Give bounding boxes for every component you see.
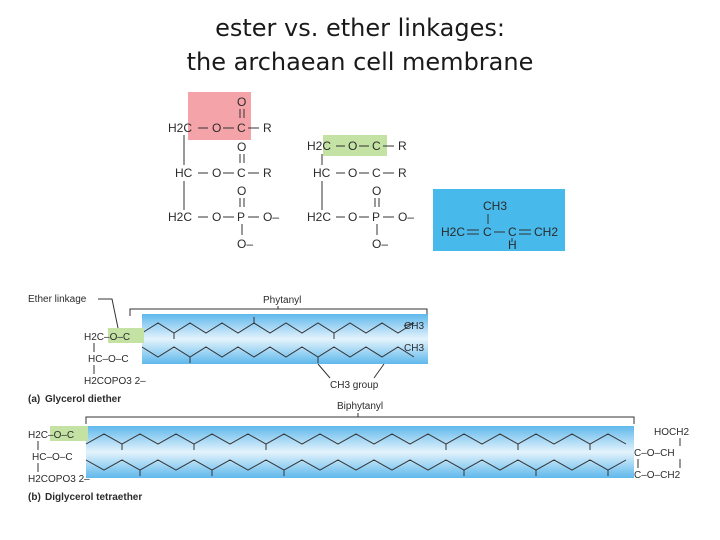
ether-row1-o: O [348, 139, 357, 153]
biphytanyl-chain-band [86, 426, 634, 478]
ether-row2-c: C [372, 166, 381, 180]
ester-row2-hc: HC [175, 166, 193, 180]
ester-phosphate-top-o: O [237, 184, 246, 198]
tetraether-right-row1: C–O–CH [634, 448, 675, 459]
ether-row3-o-minus: O– [398, 210, 414, 224]
tetraether-caption-letter: (b) [28, 492, 41, 503]
tetraether-caption: Diglycerol tetraether [45, 492, 142, 503]
ether-row3-p: P [372, 210, 380, 224]
diether-caption-letter: (a) [28, 394, 40, 405]
diether-row3: H2COPO3 2– [84, 376, 146, 387]
ester-carbonyl-o-2: O [237, 140, 246, 154]
ether-phosphate-top-o: O [372, 184, 381, 198]
tetraether-ether-highlight [50, 426, 88, 441]
ether-phosphate-bottom-o: O– [372, 237, 388, 251]
slide-title-line-1: ester vs. ether linkages: [215, 14, 505, 42]
tetraether-right-row2: C–O–CH2 [634, 470, 681, 481]
ester-row3-o: O [212, 210, 221, 224]
slide-title-line-2: the archaean cell membrane [186, 48, 534, 76]
isoprene-unit: CH3 H2C C C CH2 H [433, 189, 565, 252]
ester-row2-c: C [237, 166, 246, 180]
phytanyl-label: Phytanyl [263, 295, 301, 306]
ether-row1-h2c: H2C [307, 139, 331, 153]
isoprene-ch2: CH2 [534, 225, 558, 239]
ester-row1-r: R [263, 121, 272, 135]
ether-linkage-label: Ether linkage [28, 294, 87, 305]
ester-phosphate-bottom-o: O– [237, 237, 253, 251]
isoprene-box [433, 189, 565, 251]
tetraether-left-row1: H2C–O–C [28, 430, 74, 441]
isoprene-c3: C [508, 225, 517, 239]
tetraether-left-row3: H2COPO3 2– [28, 474, 90, 485]
phytanyl-ch3-bottom: CH3 [404, 343, 424, 354]
diether-caption: Glycerol diether [45, 394, 121, 405]
diether-row2: HC–O–C [88, 354, 129, 365]
ester-row2-o: O [212, 166, 221, 180]
ester-carbonyl-o-1: O [237, 95, 246, 109]
ester-row3-h2c: H2C [168, 210, 192, 224]
glycerol-diether-figure: Ether linkage Phytanyl CH3 CH3 H2C–O–C H… [28, 294, 428, 405]
ester-lipid-structure: O H2C O C R O HC O C R O H2C O P O– O– [168, 92, 279, 251]
ester-row1-o: O [212, 121, 221, 135]
isoprene-h: H [508, 238, 517, 252]
ch3-group-label: CH3 group [330, 380, 379, 391]
ether-lipid-structure: H2C O C R HC O C R O H2C O P O– O– [307, 135, 414, 251]
ester-row2-r: R [263, 166, 272, 180]
ether-row2-r: R [398, 166, 407, 180]
diglycerol-tetraether-figure: Biphytanyl H2C–O–C HC–O–C H2COPO3 2– HOC… [28, 401, 689, 503]
ester-row1-h2c: H2C [168, 121, 192, 135]
ether-linkage-highlight [323, 135, 387, 156]
ester-row1-c: C [237, 121, 246, 135]
isoprene-c2: C [483, 225, 492, 239]
isoprene-h2c: H2C [441, 225, 465, 239]
ester-row3-o-minus: O– [263, 210, 279, 224]
isoprene-ch3: CH3 [483, 199, 507, 213]
ether-row3-h2c: H2C [307, 210, 331, 224]
diether-ether-highlight [108, 328, 144, 343]
ester-row3-p: P [237, 210, 245, 224]
ether-row1-r: R [398, 139, 407, 153]
ether-row2-hc: HC [313, 166, 331, 180]
ether-row3-o: O [348, 210, 357, 224]
ether-row2-o: O [348, 166, 357, 180]
tetraether-right-hoch2: HOCH2 [654, 427, 689, 438]
diether-row1: H2C–O–C [84, 332, 130, 343]
ether-row1-c: C [372, 139, 381, 153]
biphytanyl-label: Biphytanyl [337, 401, 383, 412]
phytanyl-ch3-top: CH3 [404, 321, 424, 332]
tetraether-left-row2: HC–O–C [32, 452, 73, 463]
